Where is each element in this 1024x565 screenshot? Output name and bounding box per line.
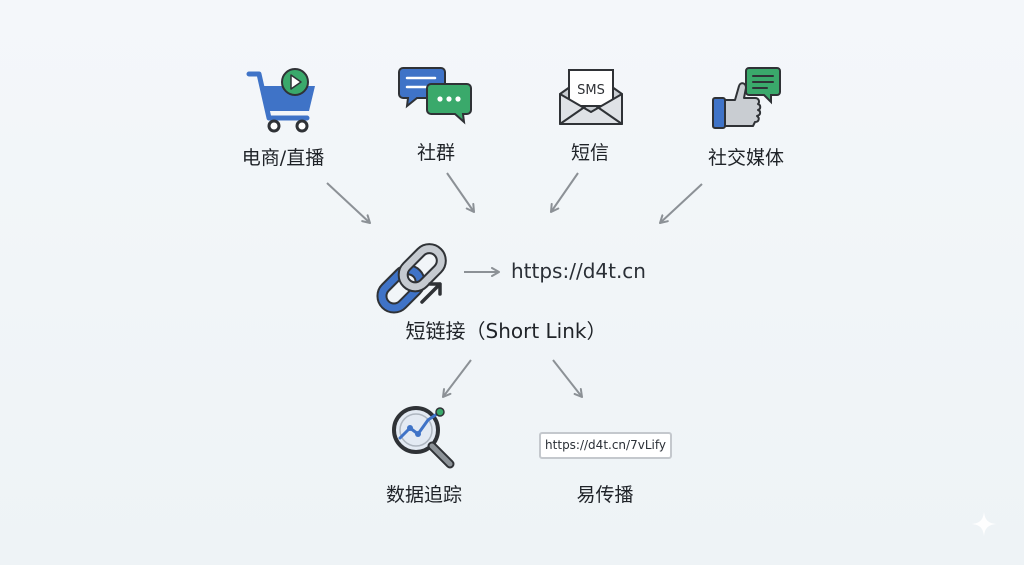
arrow-community-to-link (446, 172, 475, 213)
arrow-social-to-link (659, 183, 703, 224)
short-url-text: https://d4t.cn (511, 259, 646, 283)
source-label-community: 社群 (416, 142, 456, 164)
output-label-sharing: 易传播 (576, 484, 634, 506)
short-url-example: https://d4t.cn/7vLify (539, 432, 672, 459)
magnifier-analytics-icon (392, 406, 455, 469)
short-link-label: 短链接（Short Link） (405, 319, 607, 343)
sparkle-icon (972, 512, 996, 536)
arrow-ecommerce-to-link (326, 182, 371, 224)
source-label-social: 社交媒体 (707, 147, 785, 169)
source-label-ecommerce: 电商/直播 (241, 147, 325, 169)
arrow-link-to-tracking (442, 359, 472, 398)
sms-envelope-icon: SMS (559, 69, 623, 125)
svg-text:SMS: SMS (577, 83, 605, 98)
arrow-link-to-sharing (552, 359, 583, 398)
arrow-sms-to-link (550, 172, 579, 213)
thumbs-up-chat-icon (712, 67, 781, 129)
chain-link-icon (376, 243, 447, 314)
chat-bubbles-icon (398, 67, 472, 125)
shopping-cart-play-icon (246, 68, 315, 133)
output-label-tracking: 数据追踪 (385, 484, 463, 506)
source-label-sms: 短信 (570, 142, 610, 164)
